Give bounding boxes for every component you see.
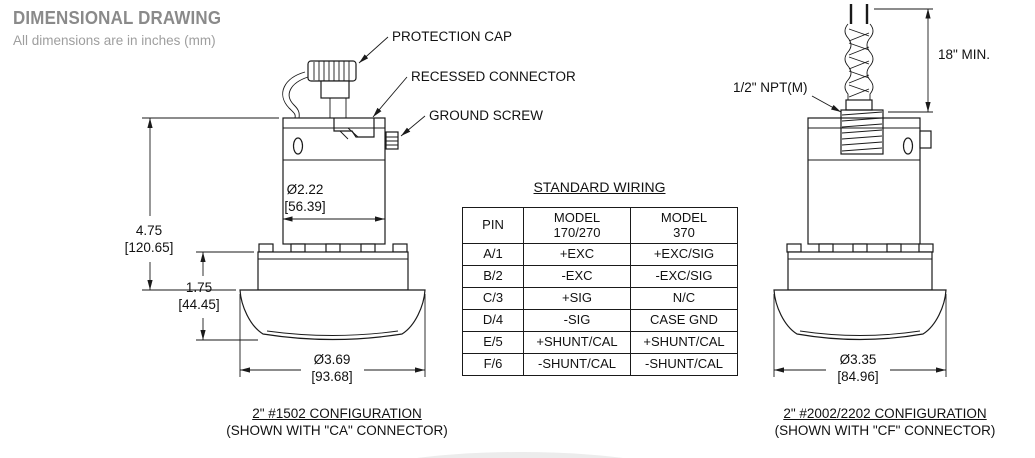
right-dimensions: 18" MIN. 1/2" NPT(M) Ø3.35 [84.96] xyxy=(733,8,990,384)
header: DIMENSIONAL DRAWING All dimensions are i… xyxy=(13,8,234,48)
dim-lower-mm: [44.45] xyxy=(178,297,219,312)
body-diameter-dimension: Ø2.22 [56.39] xyxy=(282,182,385,222)
table-row: E/5 +SHUNT/CAL +SHUNT/CAL xyxy=(462,331,738,354)
cable-wires xyxy=(844,4,874,102)
model-170-270-cell: -SIG xyxy=(523,309,631,332)
leader-line xyxy=(811,95,842,113)
pin-cell: D/4 xyxy=(462,309,524,332)
dim-cable-label: 18" MIN. xyxy=(938,47,990,62)
col-header-model-170-270: MODEL 170/270 xyxy=(523,207,631,244)
left-callouts: PROTECTION CAP RECESSED CONNECTOR GROUND… xyxy=(358,29,576,137)
model-170-270-cell: +SHUNT/CAL xyxy=(523,331,631,354)
npt-threads xyxy=(840,109,884,155)
base-diameter-dimension: Ø3.69 [93.68] xyxy=(239,294,426,384)
right-device-dome xyxy=(773,289,947,341)
right-caption-line1: 2" #2002/2202 CONFIGURATION xyxy=(783,406,987,421)
model-170-270-cell: -SHUNT/CAL xyxy=(523,353,631,376)
recessed-connector-shape xyxy=(333,118,375,140)
model-370-cell: N/C xyxy=(630,287,738,310)
protection-cap-label: PROTECTION CAP xyxy=(392,29,512,44)
table-row: F/6 -SHUNT/CAL -SHUNT/CAL xyxy=(462,353,738,376)
left-device-dome xyxy=(239,289,426,341)
left-dimensions: 4.75 [120.65] 1.75 [44.45] Ø2.22 [56.39] xyxy=(125,117,426,384)
table-row: D/4 -SIG CASE GND xyxy=(462,309,738,332)
pin-cell: F/6 xyxy=(462,353,524,376)
model-170-270-cell: -EXC xyxy=(523,265,631,288)
col-header-model-370: MODEL 370 xyxy=(630,207,738,244)
npt-label: 1/2" NPT(M) xyxy=(733,80,808,95)
dim-body-dia-in: Ø2.22 xyxy=(287,182,324,197)
right-caption-line2: (SHOWN WITH "CF" CONNECTOR) xyxy=(774,423,996,438)
pin-cell: C/3 xyxy=(462,287,524,310)
protection-cap-shape xyxy=(307,60,357,99)
left-caption-line2: (SHOWN WITH "CA" CONNECTOR) xyxy=(226,423,448,438)
model-170-270-cell: +SIG xyxy=(523,287,631,310)
model-370-cell: +EXC/SIG xyxy=(630,243,738,266)
cable-ferrule xyxy=(845,99,873,111)
model-370-cell: -SHUNT/CAL xyxy=(630,353,738,376)
cable-length-dimension: 18" MIN. xyxy=(874,8,990,113)
recessed-connector-label: RECESSED CONNECTOR xyxy=(411,69,576,84)
wiring-table-title: STANDARD WIRING xyxy=(533,179,666,195)
dim-right-base-dia-in: Ø3.35 xyxy=(840,352,877,367)
model-370-cell: -EXC/SIG xyxy=(630,265,738,288)
left-flange-bolts xyxy=(258,243,408,253)
right-device-flange xyxy=(787,251,933,291)
col-header-model-170-270-line1: MODEL xyxy=(553,209,601,225)
page-subtitle: All dimensions are in inches (mm) xyxy=(13,33,216,48)
col-header-model-170-270-line2: 170/270 xyxy=(553,224,601,240)
table-row: B/2 -EXC -EXC/SIG xyxy=(462,265,738,288)
dim-height-in: 4.75 xyxy=(136,223,162,238)
model-370-cell: CASE GND xyxy=(630,309,738,332)
dim-lower-in: 1.75 xyxy=(186,280,212,295)
col-header-model-370-line1: MODEL xyxy=(660,209,708,225)
cap-chain xyxy=(282,71,309,119)
model-170-270-cell: +EXC xyxy=(523,243,631,266)
right-device-body xyxy=(807,117,932,245)
right-base-diameter-dimension: Ø3.35 [84.96] xyxy=(773,294,947,384)
pin-cell: B/2 xyxy=(462,265,524,288)
connector-stub xyxy=(329,98,347,118)
table-header-row: PIN MODEL 170/270 MODEL 370 xyxy=(462,207,738,244)
height-dimension: 4.75 [120.65] xyxy=(125,117,279,291)
ground-screw-shape xyxy=(385,131,399,150)
col-header-pin: PIN xyxy=(462,207,524,244)
pin-cell: A/1 xyxy=(462,243,524,266)
dim-base-dia-mm: [93.68] xyxy=(311,369,352,384)
right-device-drawing xyxy=(773,4,947,341)
ground-screw-label: GROUND SCREW xyxy=(429,108,543,123)
dim-body-dia-mm: [56.39] xyxy=(284,199,325,214)
dim-right-base-dia-mm: [84.96] xyxy=(837,369,878,384)
leader-line xyxy=(358,36,389,64)
npt-callout: 1/2" NPT(M) xyxy=(733,80,842,113)
lower-height-dimension: 1.75 [44.45] xyxy=(178,251,258,341)
left-device-drawing xyxy=(239,60,426,341)
col-header-model-370-line2: 370 xyxy=(673,224,695,240)
left-caption: 2" #1502 CONFIGURATION (SHOWN WITH "CA" … xyxy=(177,405,497,439)
dim-base-dia-in: Ø3.69 xyxy=(314,352,351,367)
leader-line xyxy=(400,115,426,137)
table-row: A/1 +EXC +EXC/SIG xyxy=(462,243,738,266)
wiring-table: PIN MODEL 170/270 MODEL 370 A/1 +EXC +EX… xyxy=(462,207,738,376)
dim-height-mm: [120.65] xyxy=(125,240,174,255)
left-device-flange xyxy=(257,251,409,291)
left-device-body xyxy=(282,117,399,245)
left-caption-line1: 2" #1502 CONFIGURATION xyxy=(252,406,422,421)
right-flange-bolts xyxy=(786,243,934,253)
right-caption: 2" #2002/2202 CONFIGURATION (SHOWN WITH … xyxy=(725,405,1035,439)
page-title: DIMENSIONAL DRAWING xyxy=(13,8,222,28)
watermark-shape xyxy=(416,452,624,458)
model-370-cell: +SHUNT/CAL xyxy=(630,331,738,354)
pin-cell: E/5 xyxy=(462,331,524,354)
leader-line xyxy=(372,76,408,118)
table-row: C/3 +SIG N/C xyxy=(462,287,738,310)
